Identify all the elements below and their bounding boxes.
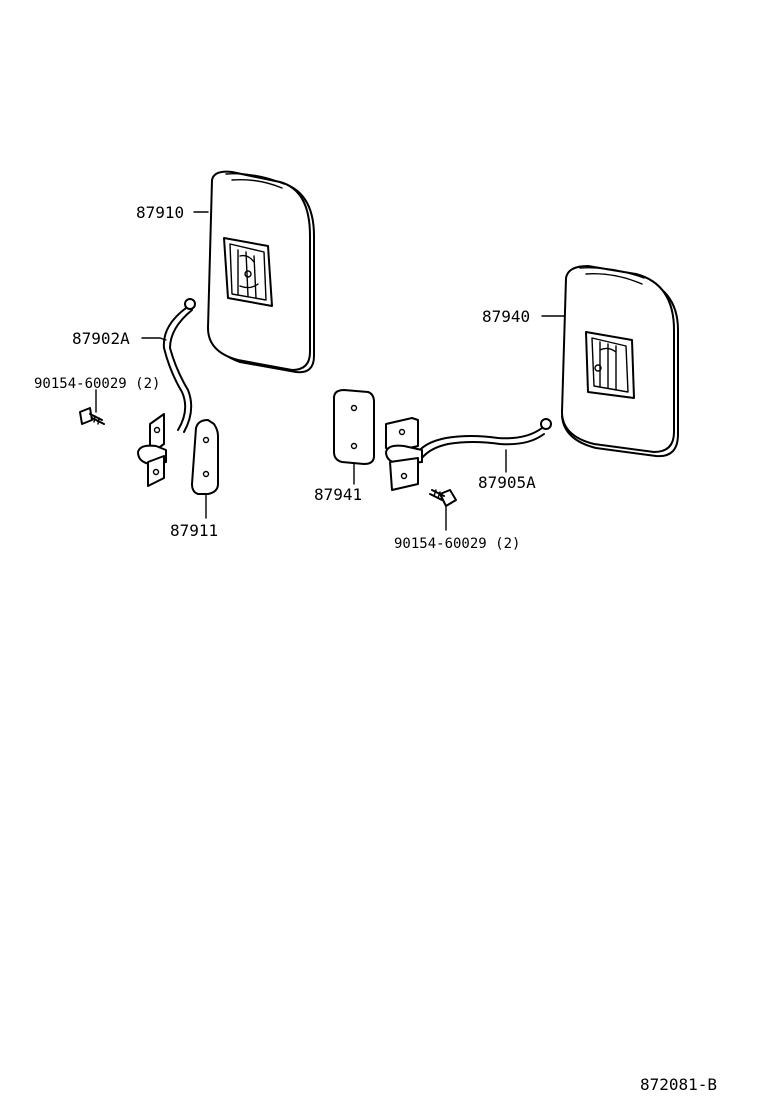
- mirror-left-adjuster: [223, 237, 273, 307]
- stay-left: [137, 298, 196, 487]
- callout-87910: 87910: [136, 203, 184, 222]
- callout-screw-right: 90154-60029 (2): [394, 536, 520, 552]
- mirror-left: [207, 170, 315, 374]
- callout-87911: 87911: [170, 521, 218, 540]
- callout-87902a: 87902A: [72, 329, 130, 348]
- callout-87940: 87940: [482, 307, 530, 326]
- mirror-right-adjuster: [585, 331, 635, 399]
- callout-screw-left: 90154-60029 (2): [34, 376, 160, 392]
- gasket-left: [191, 419, 219, 495]
- gasket-right: [333, 389, 375, 465]
- mirror-right: [561, 265, 679, 458]
- stay-right: [385, 417, 552, 491]
- leader-lines: [95, 211, 565, 531]
- callout-87941: 87941: [314, 485, 362, 504]
- callout-87905a: 87905A: [478, 473, 536, 492]
- diagram-id: 872081-B: [640, 1075, 717, 1094]
- screw-left: [79, 407, 105, 425]
- screw-right: [429, 489, 457, 507]
